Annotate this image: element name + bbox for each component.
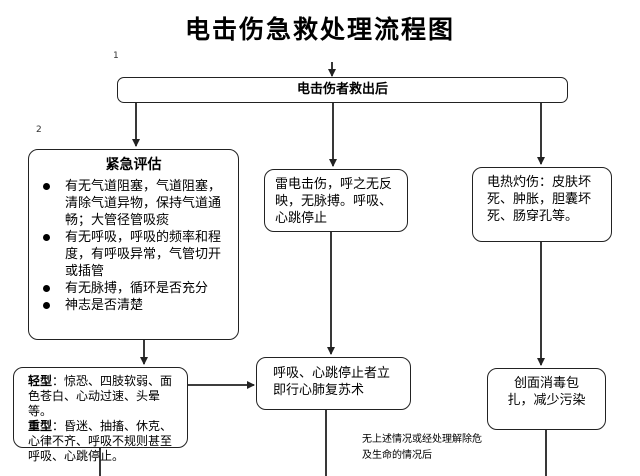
mild-label: 轻型 bbox=[28, 374, 53, 388]
emergency-assessment-box: 紧急评估 有无气道阻塞，气道阻塞，清除气道异物，保持气道通畅；大管径管吸痰 有无… bbox=[28, 149, 239, 340]
condition-note: 无上述情况或经处理解除危及生命的情况后 bbox=[362, 434, 482, 461]
step-number-2: 2 bbox=[36, 125, 42, 135]
severity-box: 轻型：惊恐、四肢软弱、面色苍白、心动过速、头晕等。 重型：昏迷、抽搐、休克、心律… bbox=[13, 367, 188, 463]
list-item: 有无气道阻塞，气道阻塞，清除气道异物，保持气道通畅；大管径管吸痰 bbox=[35, 178, 232, 229]
thermal-burn-box: 电热灼伤：皮肤坏死、肿胀，胆囊坏死、肠穿孔等。 bbox=[472, 167, 612, 242]
emergency-heading: 紧急评估 bbox=[105, 157, 162, 173]
wound-care-box: 创面消毒包扎，减少污染 bbox=[487, 368, 606, 430]
diagram-title: 电击伤急救处理流程图 bbox=[184, 15, 455, 44]
cpr-box: 呼吸、心跳停止者立即行心肺复苏术 bbox=[256, 357, 411, 410]
emergency-checklist: 有无气道阻塞，气道阻塞，清除气道异物，保持气道通畅；大管径管吸痰 有无呼吸，呼吸… bbox=[35, 178, 232, 314]
rescued-text: 电击伤者救出后 bbox=[296, 82, 388, 97]
thermal-text: 电热灼伤：皮肤坏死、肿胀，胆囊坏死、肠穿孔等。 bbox=[487, 175, 592, 224]
severe-label: 重型 bbox=[28, 419, 53, 433]
step-number-1: 1 bbox=[113, 51, 119, 61]
mild-text: ：惊恐、四肢软弱、面色苍白、心动过速、头晕等。 bbox=[28, 374, 173, 418]
cpr-text: 呼吸、心跳停止者立即行心肺复苏术 bbox=[273, 366, 391, 398]
lightning-injury-box: 雷电击伤，呼之无反映，无脉搏。呼吸、心跳停止 bbox=[264, 169, 408, 232]
wound-text: 创面消毒包扎，减少污染 bbox=[507, 376, 586, 408]
list-item: 有无呼吸，呼吸的频率和程度，有呼吸异常，气管切开或插管 bbox=[35, 229, 232, 280]
list-item: 神志是否清楚 bbox=[35, 297, 232, 314]
severe-text: ：昏迷、抽搐、休克、心律不齐、呼吸不规则甚至呼吸、心跳停止。 bbox=[28, 419, 173, 463]
lightning-text: 雷电击伤，呼之无反映，无脉搏。呼吸、心跳停止 bbox=[275, 177, 393, 226]
rescued-box: 电击伤者救出后 bbox=[117, 77, 568, 103]
list-item: 有无脉搏，循环是否充分 bbox=[35, 280, 232, 297]
